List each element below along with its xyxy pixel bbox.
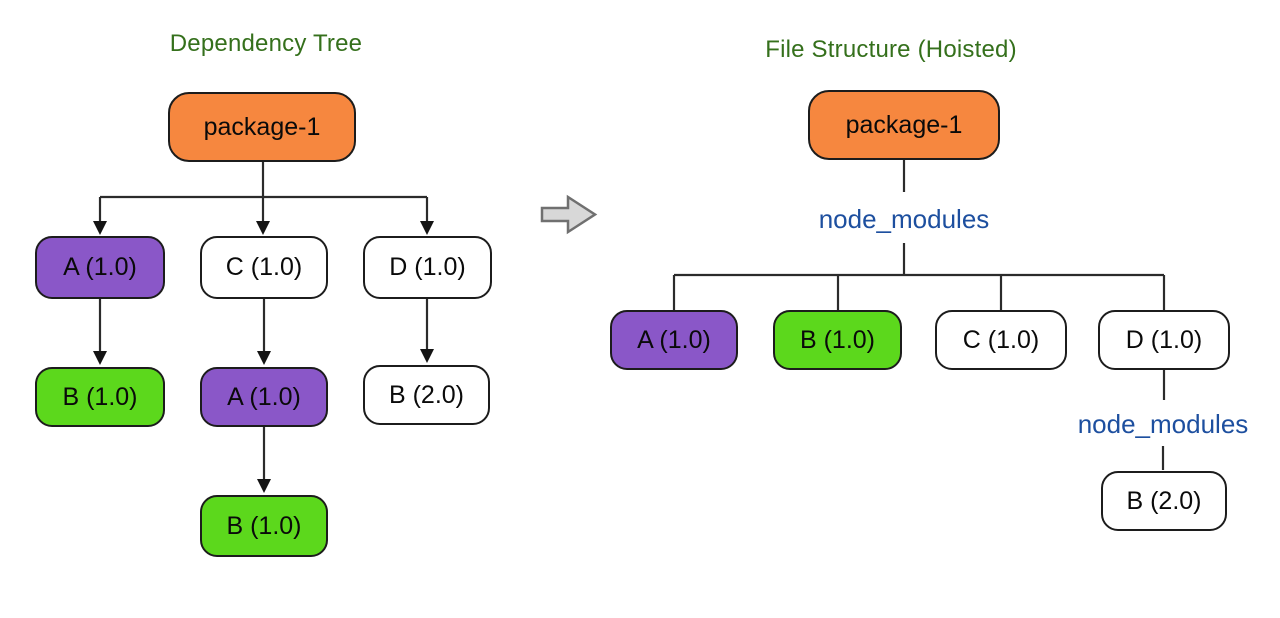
right-tree-connectors — [672, 160, 1166, 470]
node-modules-label-d: node_modules — [1077, 409, 1249, 439]
right-tree-title: File Structure (Hoisted) — [765, 36, 1017, 63]
right-node-a-1-0: A (1.0) — [610, 310, 738, 370]
left-tree-arrowheads — [93, 221, 434, 493]
right-node-package-1: package-1 — [808, 90, 1000, 160]
left-node-b-1-0: B (1.0) — [35, 367, 165, 427]
right-node-b-2-0: B (2.0) — [1101, 471, 1227, 531]
left-node-a-1-0: A (1.0) — [35, 236, 165, 299]
left-node-package-1: package-1 — [168, 92, 356, 162]
hoist-arrow-icon — [540, 194, 598, 235]
left-node-b-1-0-deep: B (1.0) — [200, 495, 328, 557]
left-node-a-1-0-nested: A (1.0) — [200, 367, 328, 427]
right-node-c-1-0: C (1.0) — [935, 310, 1067, 370]
left-node-b-2-0: B (2.0) — [363, 365, 490, 425]
node-modules-label-root: node_modules — [818, 204, 990, 234]
left-tree-connectors — [98, 162, 429, 481]
left-tree-title: Dependency Tree — [169, 30, 363, 57]
left-node-d-1-0: D (1.0) — [363, 236, 492, 299]
right-node-b-1-0: B (1.0) — [773, 310, 902, 370]
left-node-c-1-0: C (1.0) — [200, 236, 328, 299]
right-node-d-1-0: D (1.0) — [1098, 310, 1230, 370]
